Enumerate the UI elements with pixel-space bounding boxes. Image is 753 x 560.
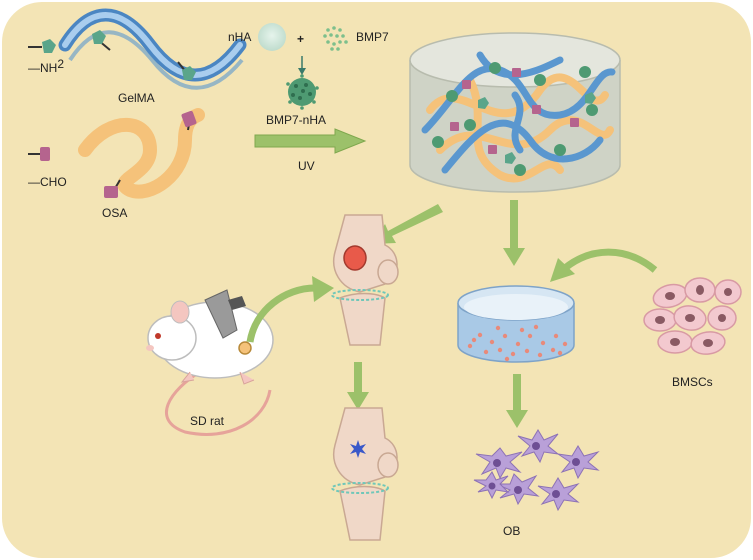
knee-with-defect [331, 214, 399, 346]
osa-legend: —CHO [28, 147, 67, 189]
bmscs-label: BMSCs [672, 375, 713, 389]
uv-label: UV [298, 159, 315, 173]
bmp7-nha-label: BMP7-nHA [266, 113, 326, 127]
aldehyde-group-icon [104, 186, 118, 198]
nha-particle-icon [258, 23, 286, 51]
sd-rat [146, 289, 274, 436]
arrow-bmscs-to-dish [562, 248, 658, 273]
implant-site-icon [238, 341, 252, 355]
osa-molecule [78, 108, 205, 199]
aldehyde-group-icon [40, 147, 50, 161]
bmscs-cells [643, 277, 742, 355]
arrow-to-ob [506, 374, 528, 428]
bone-defect-icon [343, 245, 367, 271]
nh2-label: —NH2 [28, 57, 64, 75]
ob-cells [473, 429, 600, 512]
ob-label: OB [503, 524, 520, 538]
arrow-rat-to-knee [246, 284, 316, 343]
amine-group-icon [92, 30, 106, 44]
arrow-to-healed-knee [347, 362, 369, 410]
amine-legend: —NH2 [28, 39, 64, 75]
amine-group-icon [182, 66, 196, 80]
arrow-to-knee [372, 204, 443, 244]
nha-label: nHA [228, 30, 251, 44]
amine-group-icon [42, 39, 56, 53]
arrow-to-dish [503, 200, 525, 266]
plus-sign: + [297, 32, 304, 46]
osa-label: OSA [102, 206, 127, 220]
bmp7-dots-icon [323, 26, 348, 51]
petri-dish [457, 285, 575, 363]
aldehyde-group-icon [181, 110, 197, 128]
sd-rat-label: SD rat [190, 414, 225, 428]
gelma-label: GelMA [118, 91, 155, 105]
hydrogel-cylinder [409, 32, 621, 193]
knee-healed [331, 407, 399, 541]
healed-defect-icon [350, 440, 366, 458]
gelma-molecule [58, 8, 247, 90]
bmp7-nha-particle-icon [286, 74, 319, 110]
uv-arrow [254, 128, 367, 154]
cho-label: —CHO [28, 175, 67, 189]
bmp7-label: BMP7 [356, 30, 389, 44]
